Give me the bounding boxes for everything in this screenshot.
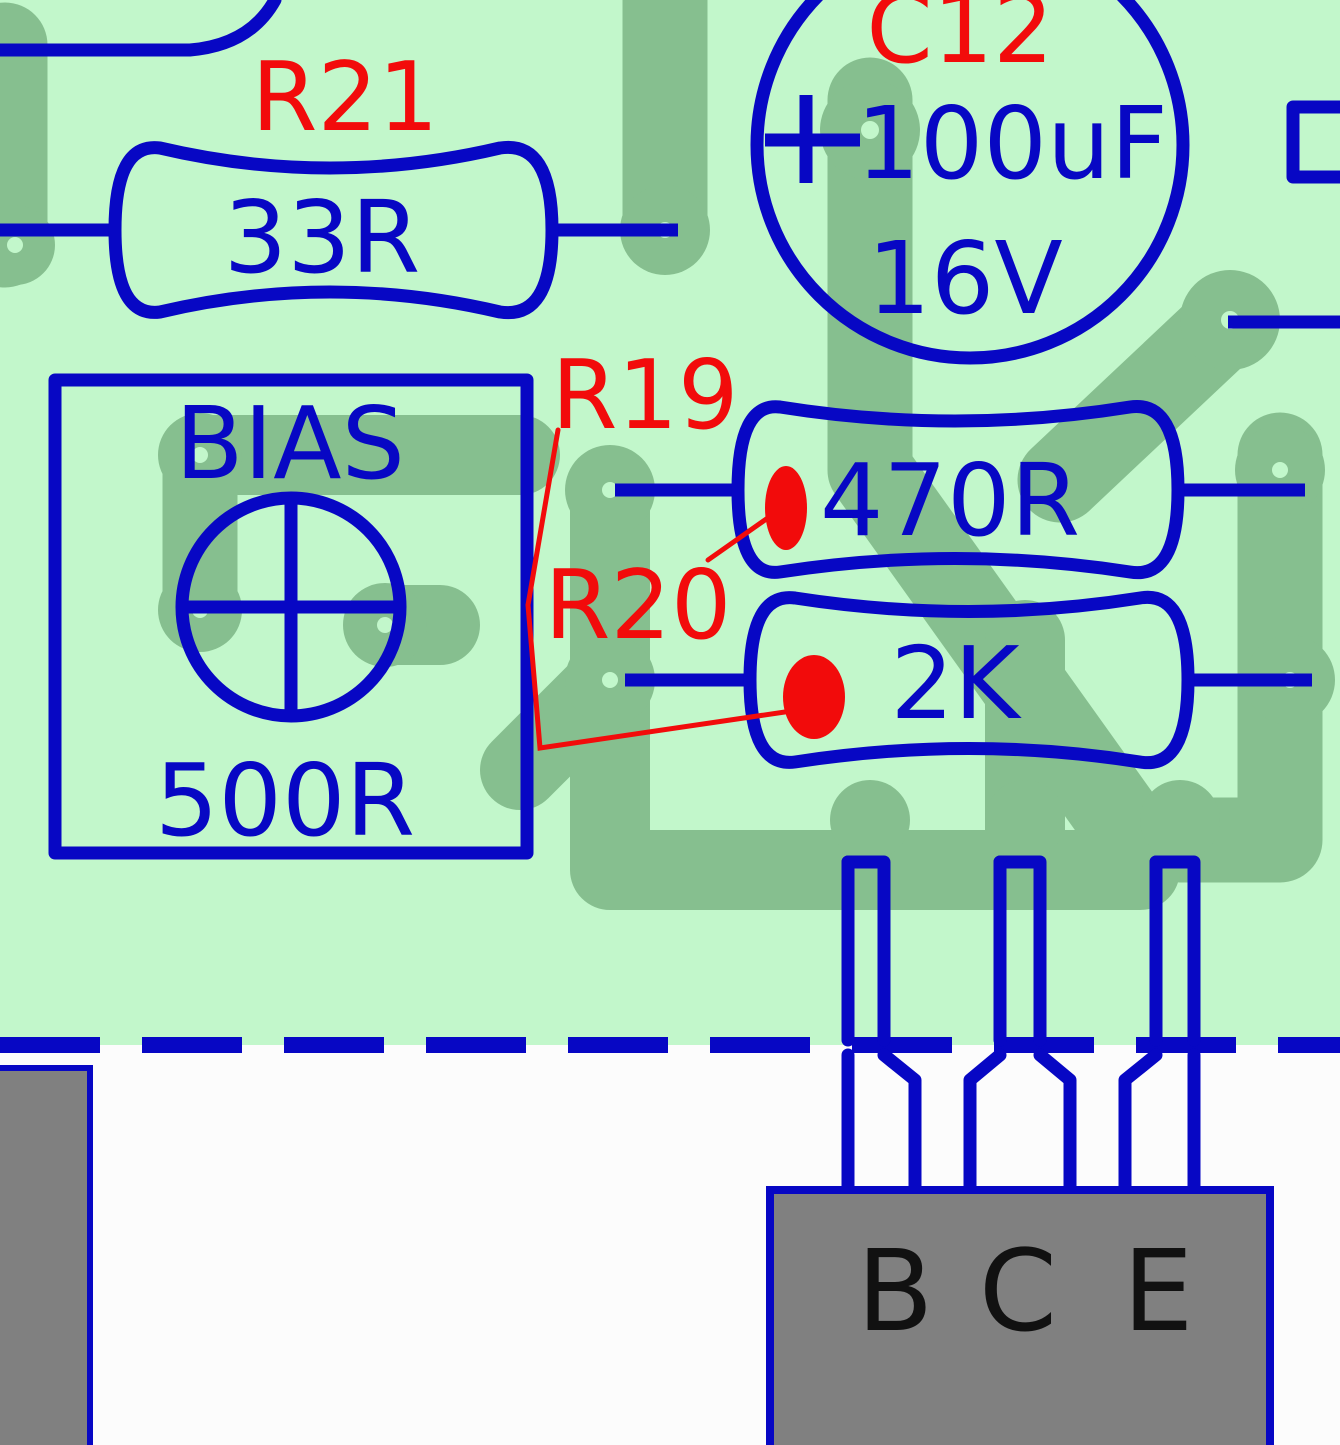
r19-value-label: 470R — [820, 442, 1080, 559]
r19-ref-label: R19 — [552, 341, 739, 451]
capacitor-c12: C12 100uF 16V — [750, 0, 1190, 365]
resistor-r20: 2K R20 — [545, 551, 1312, 770]
c12-ref-label: C12 — [866, 0, 1053, 85]
designator-leader-lines — [525, 427, 845, 751]
bias-trimmer-pot: BIAS 500R — [48, 373, 534, 860]
r19-marker-dot — [765, 466, 807, 550]
c12-value-label: 100uF — [856, 85, 1168, 202]
r21-ref-label: R21 — [252, 43, 439, 153]
partial-component-outline — [0, 0, 282, 57]
bias-pot-name-label: BIAS — [175, 385, 405, 502]
r20-marker-dot — [783, 655, 845, 739]
r20-ref-label: R20 — [545, 551, 732, 661]
resistor-r19: 470R R19 — [552, 341, 1305, 580]
c12-voltage-label: 16V — [867, 220, 1063, 337]
r21-value-label: 33R — [224, 179, 421, 296]
r20-value-label: 2K — [890, 625, 1022, 742]
resistor-r21: 33R R21 — [0, 43, 678, 320]
transistor-legs — [841, 855, 1201, 1197]
bias-pot-value-label: 500R — [155, 742, 415, 859]
partial-component-right — [1286, 100, 1340, 184]
transistor-pin-c-label: C — [979, 1227, 1057, 1357]
heatsink-block-left — [0, 1065, 93, 1445]
transistor-body: B C E — [766, 1186, 1274, 1445]
transistor-pin-b-label: B — [857, 1227, 934, 1357]
transistor-pin-e-label: E — [1123, 1227, 1194, 1357]
